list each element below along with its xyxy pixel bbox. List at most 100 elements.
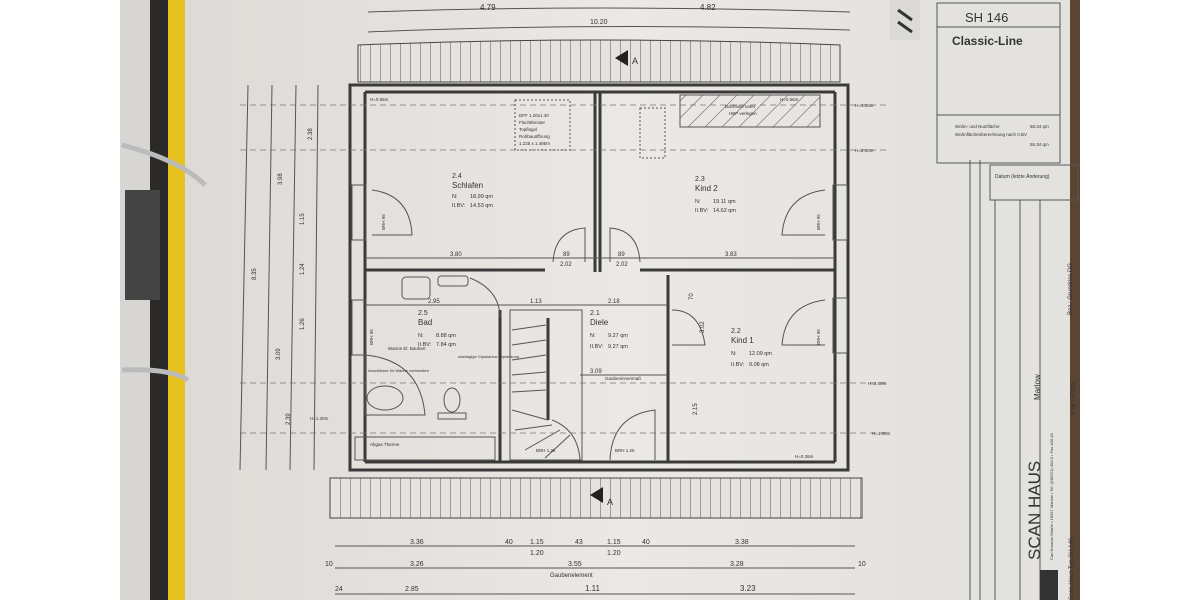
plan-label: Anschlüsse für Wanne vorbereiten [368,368,429,373]
plan-label: II.BV: [590,344,604,350]
plan-label: Kind 2 [695,184,718,193]
plan-label: 10 [325,561,333,568]
plan-label: 1.15 [607,539,621,546]
plan-label: Marlow [1033,374,1042,400]
plan-label: II.BV: [731,362,745,368]
plan-label: HBP verlegen [729,111,757,116]
title-block: SH 146 Classic-Line Wohn- und Nutzfläche… [936,2,1079,600]
plan-label: N: [590,333,596,339]
plan-notes: DFF 1.20x1.40 Fluchtfenster Topflügel Ro… [310,97,891,459]
room-bad: 2.5 Bad N:8.88 qm II.BV:7.84 qm [418,310,456,348]
plan-label: K.Nr.: 07335 [1071,381,1077,415]
plan-label: BRH 95 [816,214,821,230]
plan-label: Scan Haus Typ SH 146 [1069,537,1075,600]
plan-label: Bez.: Grundriss DG [1068,263,1074,315]
plan-label: H=1.00m [855,103,874,108]
room-diele: 2.1 Diele N:9.27 qm II.BV:9.27 qm [590,310,628,350]
plan-label: Fluchtfenster [519,120,546,125]
plan-label: H=1.30m [310,416,329,421]
roof-eave-top [357,39,841,83]
plan-label: 1.24 [300,263,306,275]
plan-label: Dachfolie unter [725,104,756,109]
plan-label: A [607,497,613,507]
top-dim-left: 4.79 [480,3,496,12]
plan-label: 1.225 x 1.485m [519,141,550,146]
plan-label: A [632,56,638,66]
top-dim-right: 4.82 [700,3,716,12]
plan-label: 40 [642,539,650,546]
plan-label: 1.15 [300,213,306,225]
plan-label: Wohnflächenberechnung nach II.BV [955,132,1027,137]
plan-label: H=0.56m [370,97,389,102]
plan-label: Abgas Therme [370,442,400,447]
plan-label: Carl-Kossow-Straße • 18337 Marlow • Tel.… [1049,432,1054,560]
section-marker-bottom-icon [590,487,603,503]
plan-label: 2.39 [286,413,292,425]
plan-label: Datum (letzte Änderung) [995,173,1050,180]
plan-label: 89 [563,252,570,258]
plan-label: II.BV: [418,342,432,348]
plan-label: H=0.56m [780,97,799,102]
plan-label: 14.62 qm [713,208,736,214]
walls [348,83,850,472]
plan-label: Gaubeninnenmaß [605,376,641,381]
inner-dimensions: 3.80 3.83 89 89 2.02 2.02 2.95 1.13 2.18… [365,252,835,415]
plan-label: 19.11 qm [713,199,736,205]
plan-label: BRH 1.25 [536,448,556,453]
top-dimensions: 4.79 4.82 10.20 [367,3,851,33]
plan-label: N: [452,194,458,200]
plan-label: 2.02 [560,262,572,268]
plan-label: 2.95 [428,299,440,305]
plan-label: N: [695,199,701,205]
plan-label: 68.34 qm [1030,124,1049,129]
hatched-area [679,94,821,128]
stairs [511,324,571,459]
plan-label: 1.20 [607,550,621,557]
plan-label: 2.18 [608,299,620,305]
plan-label: 3.26 [410,561,424,568]
plan-label: H=2.00m [855,148,874,153]
plan-label: 2.15 [693,403,699,415]
plan-label: 1.26 [300,318,306,330]
plan-label: 12.09 qm [749,351,772,357]
section-marker-top-icon [615,50,628,66]
plan-label: Schlafen [452,181,483,190]
bottom-dim-1-11: 1.11 [585,584,601,593]
plan-label: 10.20 [590,19,608,26]
company-name: SCAN HAUS [1025,461,1044,560]
plan-label: Rohbauöffnung [519,134,550,139]
plan-label: II.BV: [695,208,709,214]
plan-label: BRH 95 [816,329,821,345]
plan-label: 18.99 qm [470,194,493,200]
plan-label: 40 [505,539,513,546]
plan-label: H=1.00m [872,431,891,436]
title-sheet [895,0,1070,600]
doors [351,184,848,461]
plan-label: 1.13 [530,299,542,305]
bottom-dim-3-23: 3.23 [740,584,756,593]
plan-number: SH 146 [965,10,1008,25]
plan-label: Topflügel [519,127,537,132]
plan-label: 9.27 qm [608,333,628,339]
plan-label: 2.3 [695,176,705,183]
plan-label: 2.85 [405,586,419,593]
plan-label: 55.34 qm [1030,142,1049,147]
plan-label: 8.88 qm [436,333,456,339]
plan-label: Wanne El. Bauherr [388,346,426,351]
plan-label: 3.09 [590,369,602,375]
plan-label: 3.28 [730,561,744,568]
plan-label: 3.80 [450,252,462,258]
plan-label: zweilagige Gipskarton-beplankung [458,354,519,359]
plan-label: Kind 1 [731,336,754,345]
plan-label: 3.02 [700,321,706,333]
series-logo: Classic-Line [952,34,1023,48]
plan-label: BRH 95 [381,214,386,230]
plan-label: 9.27 qm [608,344,628,350]
plan-label: 10 [858,561,866,568]
plan-label: N: [731,351,737,357]
plan-label: 3.38 [735,539,749,546]
plan-label: 2.5 [418,310,428,317]
plan-label: II.BV: [452,203,466,209]
plan-label: 3.36 [410,539,424,546]
